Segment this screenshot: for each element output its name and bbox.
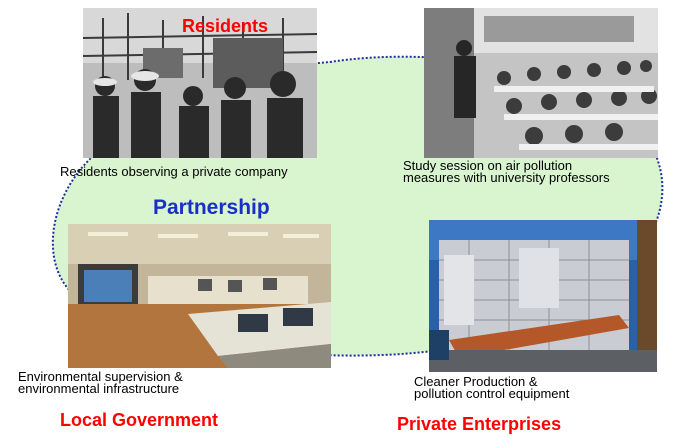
control-room-photo [68,224,331,368]
gov-caption-line2: environmental infrastructure [18,381,180,396]
enterprise-caption-line2: pollution control equipment [414,386,570,401]
study-session-caption: Study session on air pollution measures … [403,158,610,185]
partnership-label: Partnership [153,196,270,219]
gov-caption: Environmental supervision & environmenta… [18,369,183,396]
residents-label: Residents [182,16,269,36]
factory-photo [429,220,657,372]
enterprise-caption: Cleaner Production & pollution control e… [414,374,570,401]
gov-caption-line1: Environmental supervision & [18,369,183,384]
enterprise-caption-line1: Cleaner Production & [414,374,538,389]
residents-caption: Residents observing a private company [60,164,288,179]
study-session-caption-line1: Study session on air pollution [403,158,573,173]
residents-photo [83,8,317,158]
study-session-photo [424,8,658,158]
local-government-label: Local Government [60,410,219,430]
private-enterprises-label: Private Enterprises [397,414,562,434]
study-session-caption-line2: measures with university professors [403,170,610,185]
